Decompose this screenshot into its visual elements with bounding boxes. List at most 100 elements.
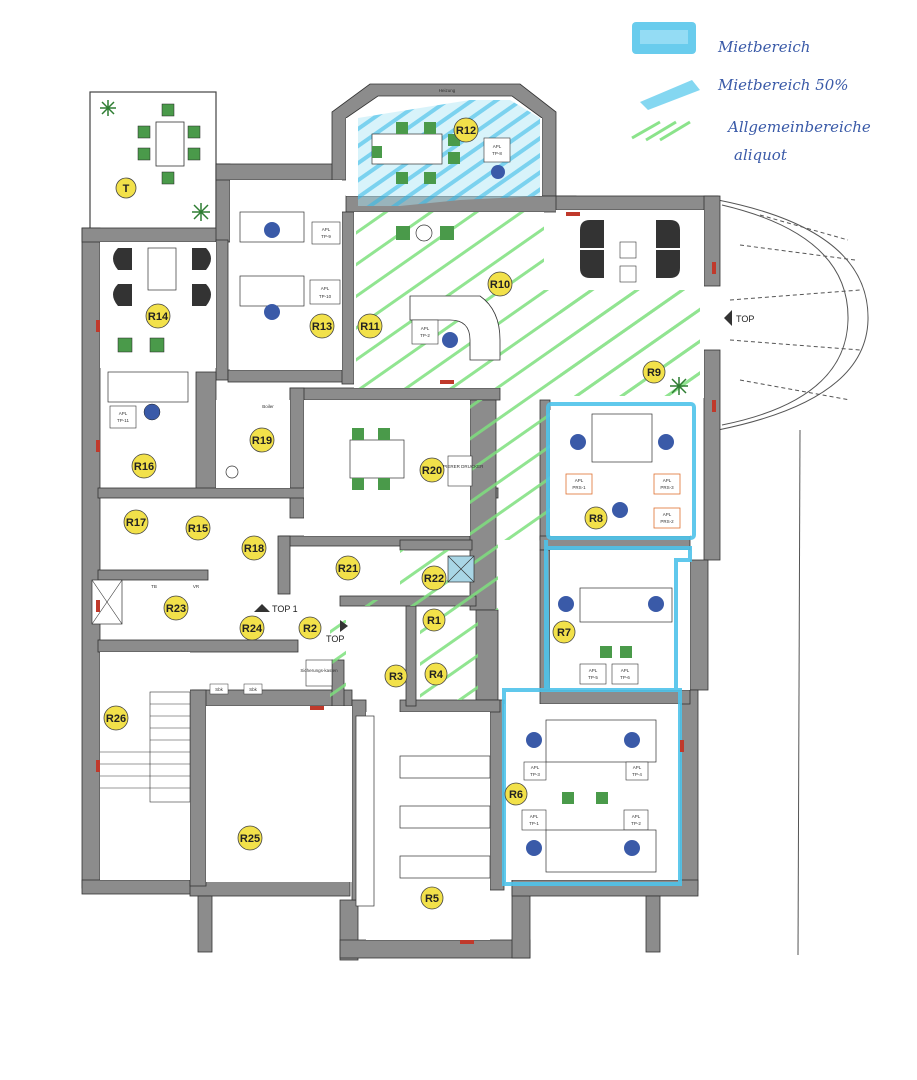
room-label-r16: R16 (134, 461, 154, 473)
plant-icon (192, 203, 210, 221)
room-r6: R6 (504, 782, 528, 806)
apl-label: APL (663, 478, 672, 483)
room-label-r7: R7 (557, 627, 571, 639)
room-label-r4: R4 (429, 669, 444, 681)
apl-label: APL (322, 227, 331, 232)
room-r17: R17 (123, 509, 149, 535)
outer-arc (717, 199, 869, 956)
room-r24: R24 (239, 615, 265, 641)
plant-icon (100, 100, 116, 116)
room-label-r2: R2 (303, 623, 317, 635)
prs1-label: PRS-1 (572, 485, 586, 490)
room-label-r17: R17 (126, 517, 146, 529)
apl-label: APL (321, 286, 330, 291)
tp2-label: TP-2 (631, 821, 641, 826)
terrace-t: T (89, 91, 217, 231)
room-r8: R8 (584, 506, 608, 530)
apl-label: APL (493, 144, 502, 149)
room-r9: R9 (642, 360, 666, 384)
room-label-r24: R24 (242, 623, 263, 635)
tp10-label: TP-10 (319, 294, 332, 299)
room-label-r8: R8 (589, 513, 603, 525)
room-r22: R22 (421, 565, 447, 591)
legend: Mietbereich Mietbereich 50% Allgemeinber… (631, 22, 871, 164)
legend-label-mietbereich: Mietbereich (717, 38, 810, 56)
room-r13: R13 (309, 313, 335, 339)
room-label-r6: R6 (509, 789, 523, 801)
room-r1: R1 (422, 608, 446, 632)
sicherung-label: Sicherungs-kasten (300, 668, 338, 673)
room-label-r26: R26 (106, 713, 126, 725)
apl-label: APL (421, 326, 430, 331)
apl-label: APL (621, 668, 630, 673)
room-label-r15: R15 (188, 523, 208, 535)
vr-label: VR (193, 584, 200, 589)
tp5-label: TP-5 (588, 675, 598, 680)
top-markers: TOP TOP 1 TOP (254, 310, 754, 644)
room-r5: R5 (420, 886, 444, 910)
stairs (100, 691, 191, 803)
room-r23: R23 (163, 595, 189, 621)
tp1-label: TP-1 (529, 821, 539, 826)
room-r11: R11 (357, 313, 383, 339)
prs3-label: PRS-3 (660, 485, 674, 490)
room-r12: R12 (453, 117, 479, 143)
room-r18: R18 (241, 535, 267, 561)
room-r7: R7 (552, 620, 576, 644)
room-label-t: T (123, 183, 130, 195)
room-r2: R2 (298, 616, 322, 640)
legend-swatch-mietbereich-50 (640, 80, 700, 110)
plant-icon (670, 377, 688, 395)
room-label-r5: R5 (425, 893, 439, 905)
apl-label: APL (632, 814, 641, 819)
apl-label: APL (530, 814, 539, 819)
apl-label: APL (633, 765, 642, 770)
apl-label: APL (119, 411, 128, 416)
apl-label: APL (531, 765, 540, 770)
boiler-label: Boiler (262, 404, 274, 409)
room-r15: R15 (185, 515, 211, 541)
apl-label: APL (589, 668, 598, 673)
tp6-label: TP-6 (620, 675, 630, 680)
heizung-label: Heizung (439, 88, 456, 93)
room-labels: R1 R2 R3 R4 R5 R6 R7 R8 R9 R10 R11 R12 R… (103, 117, 666, 910)
room-label-r18: R18 (244, 543, 264, 555)
room-label-r10: R10 (490, 279, 510, 291)
room-label-r23: R23 (166, 603, 186, 615)
room-r4: R4 (424, 662, 448, 686)
top-marker-2: TOP (326, 634, 344, 644)
rental-area-outline (502, 402, 696, 886)
room-r26: R26 (103, 705, 129, 731)
legend-swatch-allgemein (631, 120, 691, 142)
room-label-r12: R12 (456, 125, 476, 137)
room-label-r20: R20 (422, 465, 442, 477)
sbk-label: Sbk (249, 687, 258, 692)
kopierer-label: KOPIERER DRUCKER (437, 464, 485, 469)
prs2-label: PRS-2 (660, 519, 674, 524)
room-r3: R3 (384, 664, 408, 688)
top-marker-main: TOP (736, 314, 754, 324)
room-label-r22: R22 (424, 573, 444, 585)
furniture: APL TP-11 APL TP-9 APL TP-10 Heizung APL… (91, 88, 716, 944)
room-label-r14: R14 (148, 311, 169, 323)
room-r25: R25 (237, 825, 263, 851)
tp8-label: TP-8 (492, 151, 502, 156)
room-label-r3: R3 (389, 671, 403, 683)
room-r10: R10 (487, 271, 513, 297)
top-marker-1: TOP 1 (272, 604, 298, 614)
tp4-label: TP-4 (632, 772, 642, 777)
apl-label: APL (663, 512, 672, 517)
tp3-label: TP-3 (530, 772, 540, 777)
tb-label: TB (151, 584, 157, 589)
room-label-r25: R25 (240, 833, 260, 845)
tp11-label: TP-11 (117, 418, 129, 423)
legend-label-allgemein: Allgemeinbereiche (726, 118, 871, 136)
room-label-r13: R13 (312, 321, 332, 333)
room-label-r11: R11 (360, 321, 380, 333)
room-r20: R20 (419, 457, 445, 483)
legend-label-mietbereich-50: Mietbereich 50% (717, 76, 849, 94)
room-label-r9: R9 (647, 367, 661, 379)
room-r14: R14 (145, 303, 171, 329)
legend-note-aliquot: aliquot (734, 146, 788, 164)
